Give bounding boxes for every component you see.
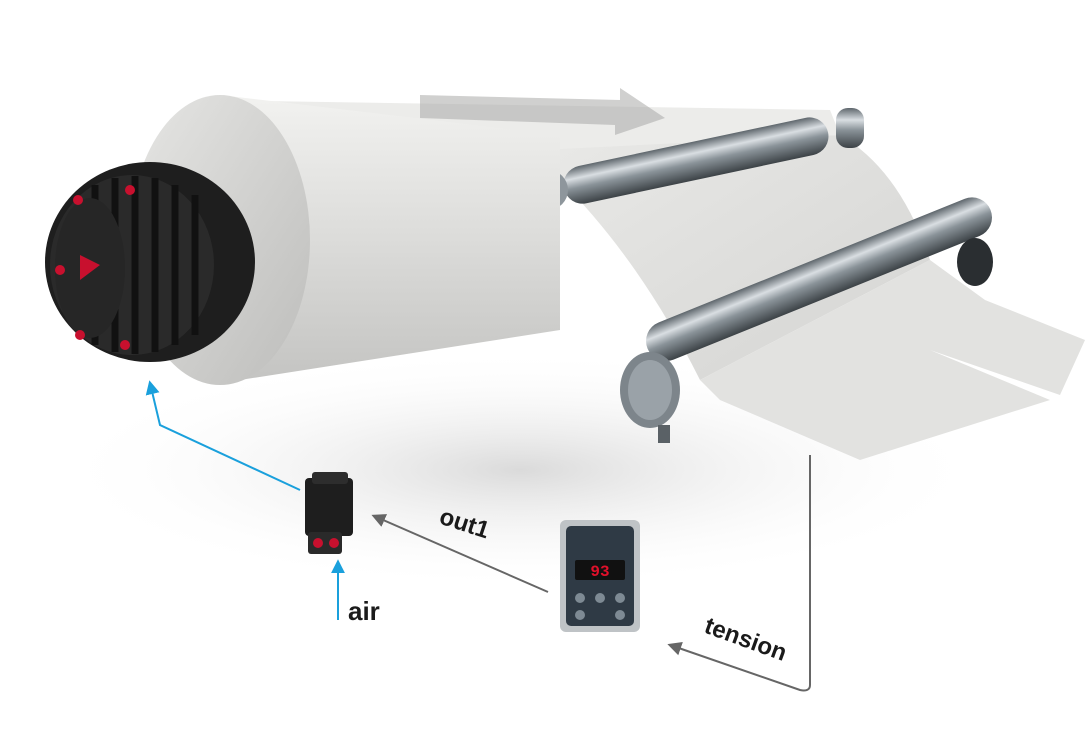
web-direction-arrow-icon [420, 88, 665, 135]
label-tension: tension [701, 612, 790, 667]
tension-signal-arrow [667, 455, 811, 692]
label-air: air [348, 596, 380, 626]
brake-logo-icon [80, 255, 100, 280]
out1-signal-arrow [371, 514, 549, 593]
tension-controller: 93 [560, 520, 640, 632]
proportional-valve [305, 472, 353, 554]
controller-display-value: 93 [590, 563, 609, 581]
pneumatic-brake [45, 162, 255, 362]
load-cell-roller [620, 197, 993, 443]
air-line-to-brake [145, 380, 301, 491]
